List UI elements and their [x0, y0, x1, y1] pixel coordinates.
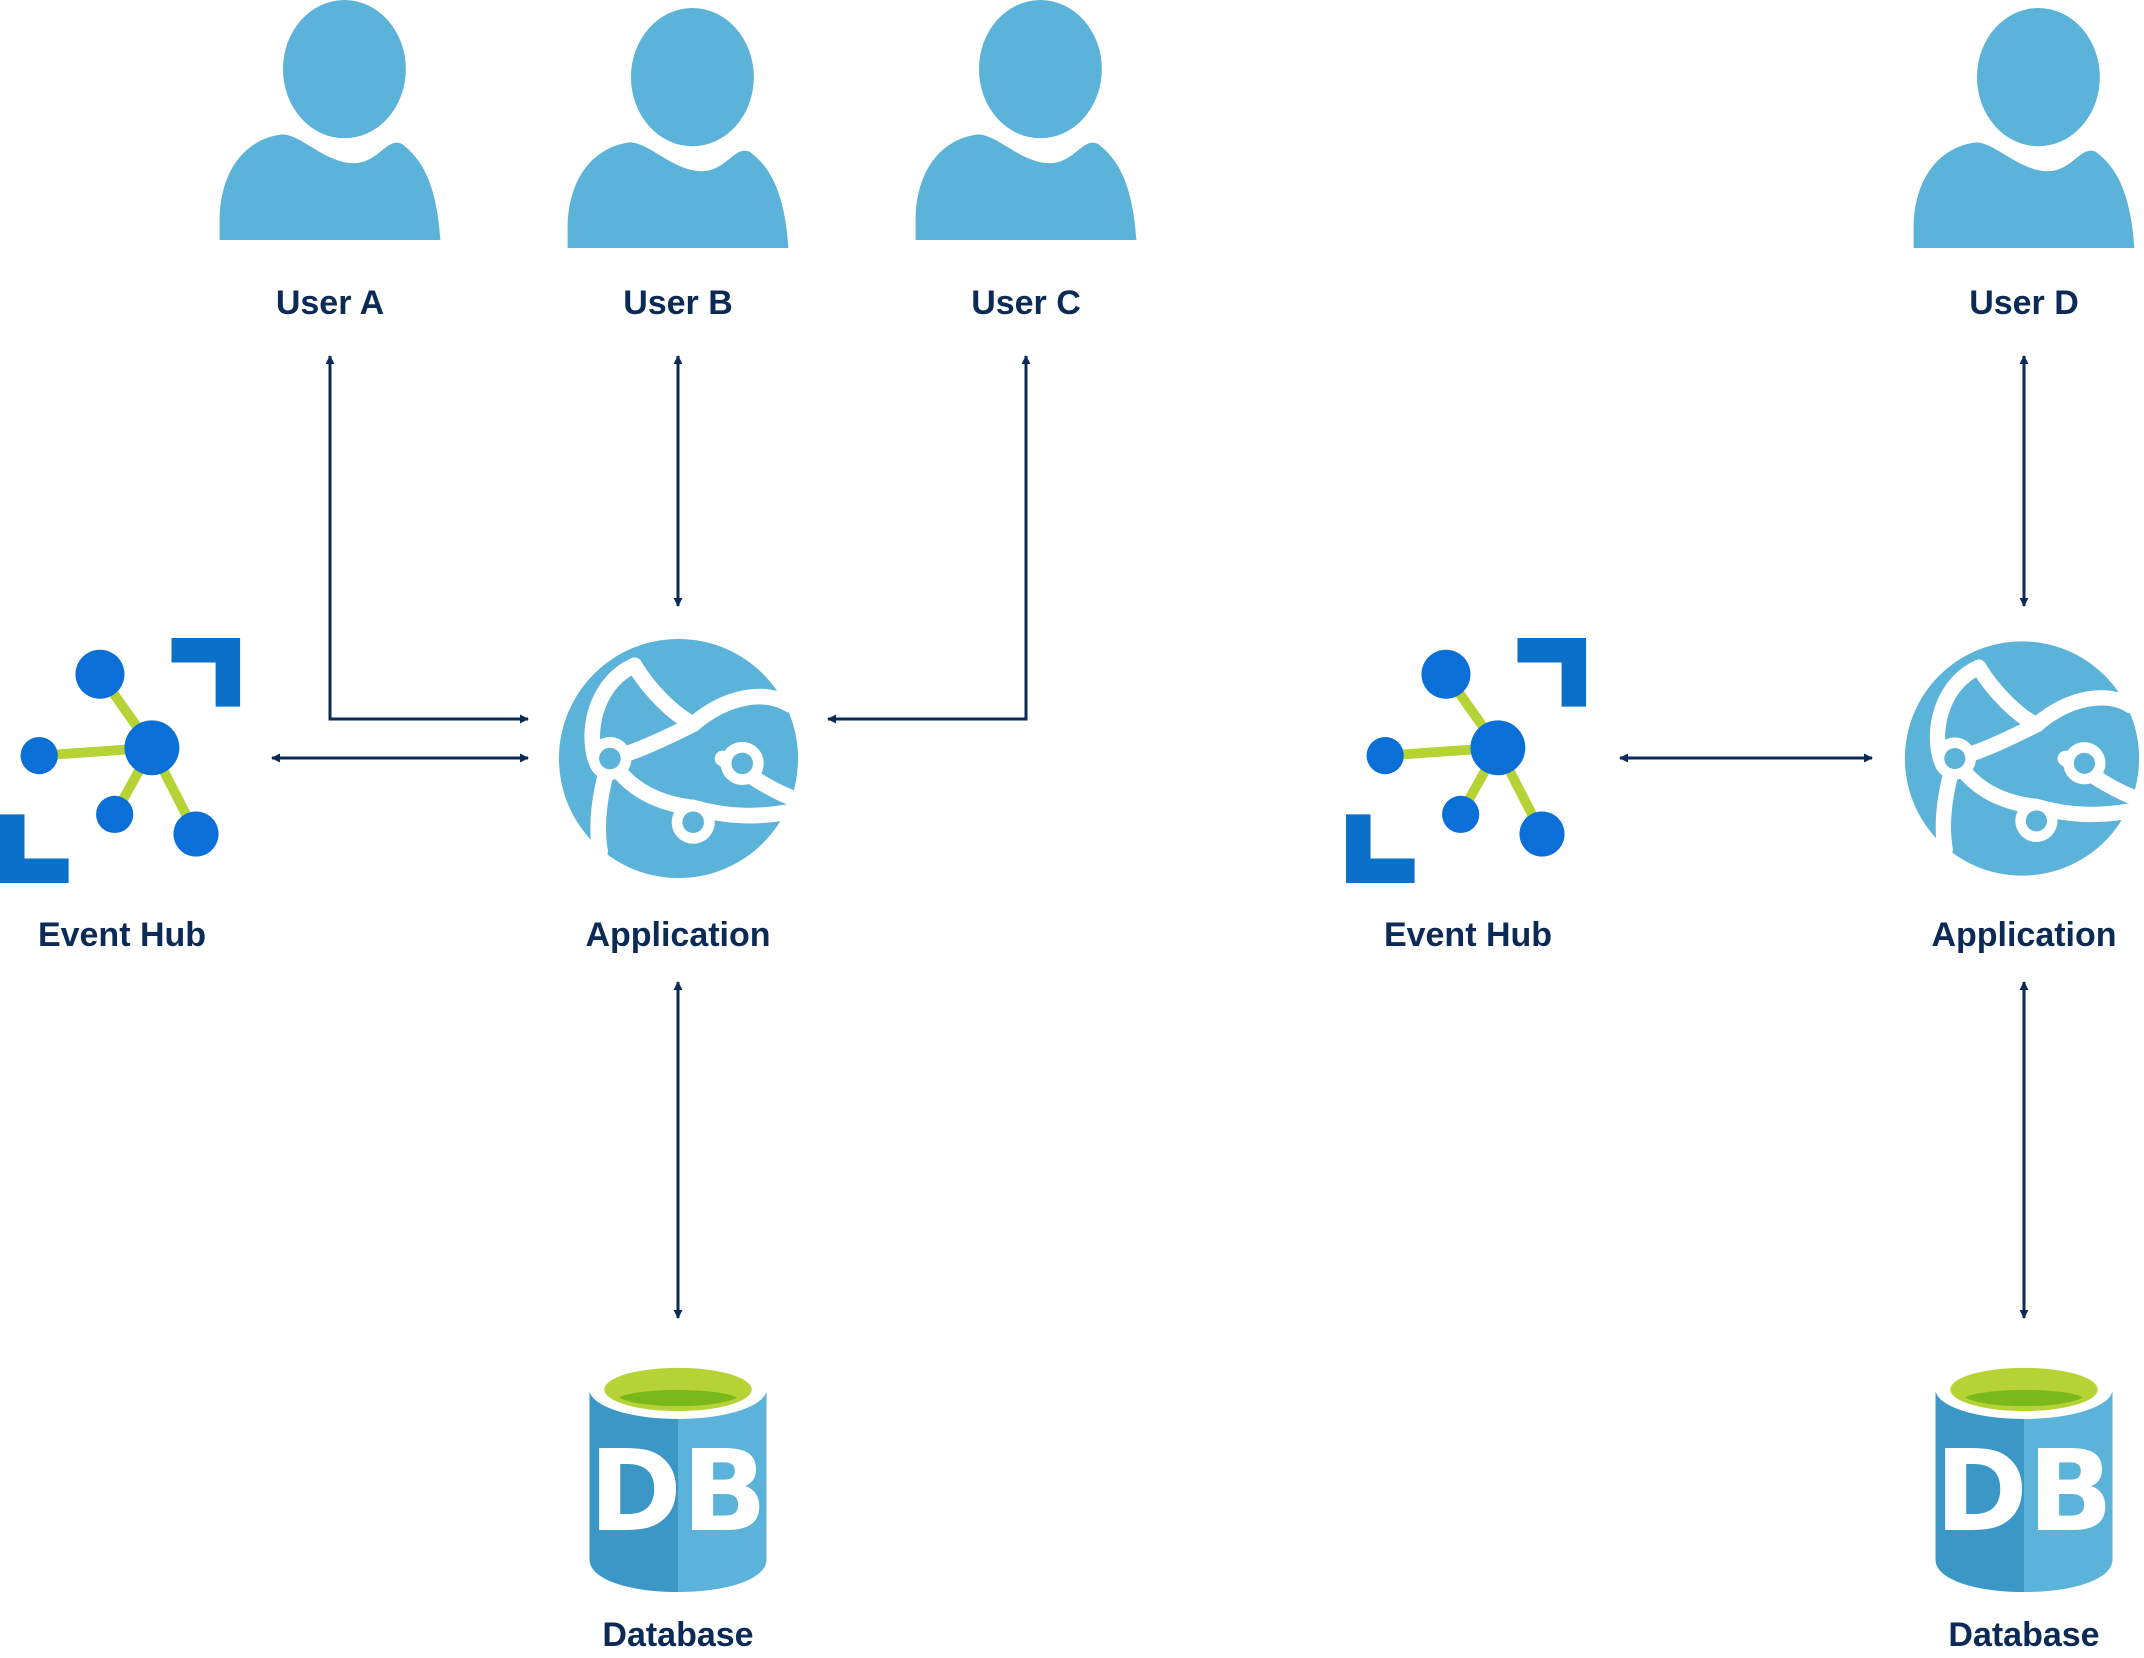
application-node: Application: [1905, 641, 2139, 954]
event-hub-node: Event Hub: [1346, 638, 1586, 954]
left-diagram: User A User B User C Event Hub Applicati…: [0, 0, 1137, 1654]
user-c-label: User C: [971, 284, 1081, 322]
event-hub-label: Event Hub: [38, 916, 206, 954]
user-a-node: User A: [219, 0, 441, 322]
user-icon: [219, 0, 441, 240]
application-label: Application: [1931, 916, 2116, 954]
database-node: DB Database: [1935, 1359, 2113, 1654]
event-hub-node: Event Hub: [0, 638, 240, 954]
user-d-node: User D: [1913, 8, 2135, 322]
user-c-node: User C: [915, 0, 1137, 322]
database-glyph: DB: [589, 1427, 767, 1557]
event-hub-icon: [1346, 638, 1586, 883]
database-label: Database: [602, 1616, 753, 1654]
user-icon: [1913, 8, 2135, 248]
application-node: Application: [559, 639, 798, 954]
event-hub-label: Event Hub: [1384, 916, 1552, 954]
database-glyph: DB: [1935, 1427, 2113, 1557]
web-app-icon: [1905, 641, 2139, 875]
user-d-label: User D: [1969, 284, 2079, 322]
application-label: Application: [585, 916, 770, 954]
arrow-user-a-application: [325, 355, 529, 724]
event-hub-icon: [0, 638, 240, 883]
right-diagram: User D Event Hub Application DB Database: [1346, 8, 2139, 1654]
user-icon: [567, 8, 789, 248]
user-a-label: User A: [276, 284, 384, 322]
user-b-node: User B: [567, 8, 789, 322]
user-b-label: User B: [623, 284, 733, 322]
database-label: Database: [1948, 1616, 2099, 1654]
web-app-icon: [559, 639, 798, 878]
database-node: DB Database: [589, 1359, 767, 1654]
arrow-user-c-application: [827, 355, 1031, 724]
user-icon: [915, 0, 1137, 240]
